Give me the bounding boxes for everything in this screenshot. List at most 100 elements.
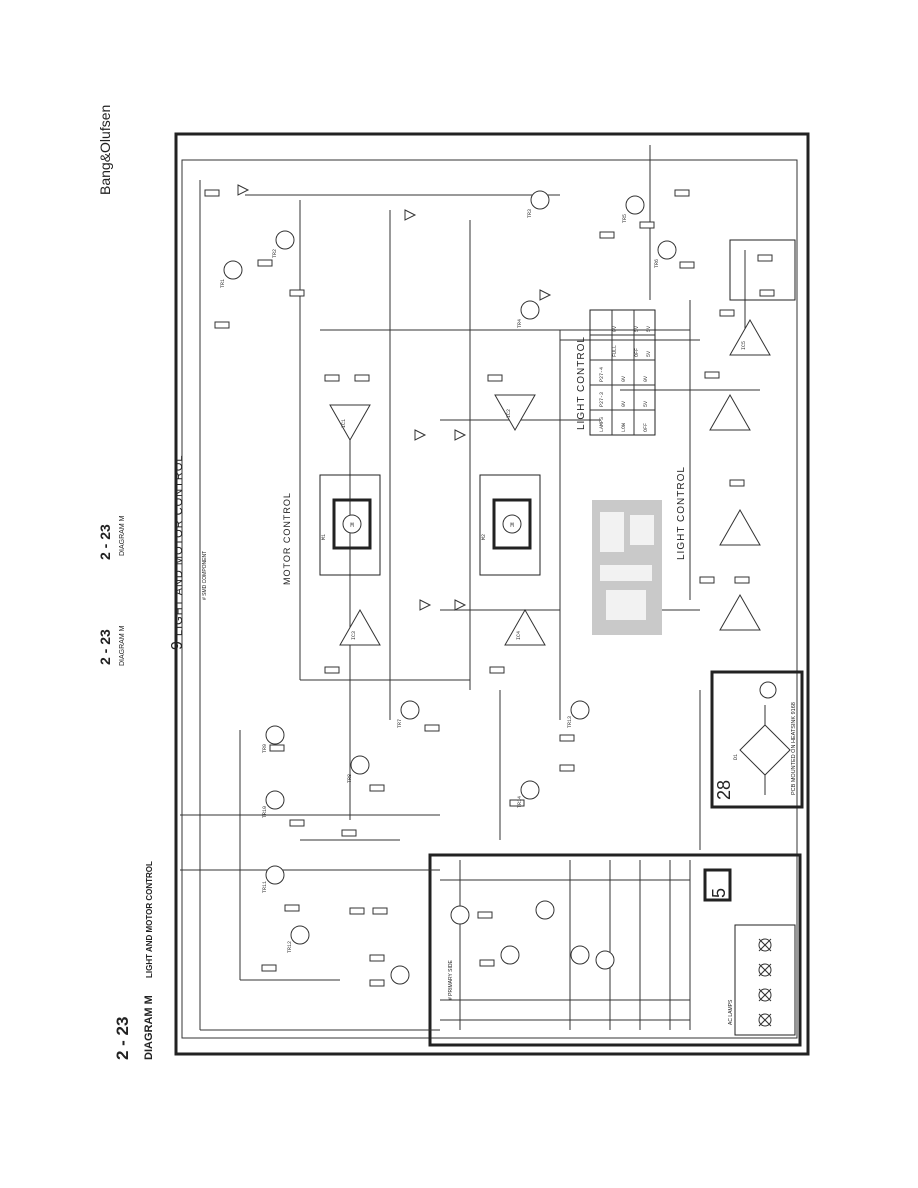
- section-28-note-group: PCB MOUNTED ON HEATSINK 9168: [791, 702, 797, 795]
- header-left-group: 2 - 23: [113, 1017, 132, 1060]
- diagram-title-group: DIAGRAM M LIGHT AND MOTOR CONTROL: [143, 861, 155, 1060]
- motor-m2-box: [479, 474, 541, 576]
- light-table-cell: 5V: [646, 326, 652, 332]
- light-table-cell: 0V: [621, 376, 627, 382]
- section-5-number: 5: [709, 888, 729, 898]
- transistor-label: TR12: [287, 941, 293, 953]
- page-ref-top-sub-group: DIAGRAM M: [119, 515, 126, 556]
- brand-name: Bang&Olufsen: [97, 105, 113, 195]
- transistor-label: TR2: [272, 249, 278, 258]
- opamp-label: IC4: [516, 631, 522, 640]
- motor-m2: M: [492, 498, 532, 550]
- transistor-label: TR7: [397, 719, 403, 728]
- svg-text:M: M: [350, 522, 354, 529]
- svg-text:M: M: [510, 522, 514, 529]
- pcb-layout-image: [592, 500, 662, 635]
- transistor-label: TR5: [622, 214, 628, 223]
- opamp-ic3: [339, 608, 381, 646]
- opamp-ic5: [709, 318, 771, 631]
- ac-lamps-label: AC LAMPS: [728, 999, 734, 1025]
- transistors: [223, 190, 677, 985]
- transistor-label: TR3: [527, 209, 533, 218]
- transistor-label: TR6: [654, 259, 660, 268]
- light-table-cell: 5V: [646, 351, 652, 357]
- motor-control-group: MOTOR CONTROL: [282, 492, 292, 585]
- inner-frame: [181, 159, 798, 1039]
- transistor-label: TR1: [220, 279, 226, 288]
- light-table-header-1: P27-3: [599, 392, 605, 407]
- transistor-label: TR14: [517, 796, 523, 808]
- opamp-label: IC5: [741, 341, 747, 350]
- opamp-ic4: [504, 608, 546, 646]
- transistor-label: TR8: [347, 774, 353, 783]
- light-control-section-label: LIGHT CONTROL: [676, 466, 687, 560]
- page-ref-bottom: 2 - 23: [97, 629, 113, 665]
- transistor-label: TR4: [517, 319, 523, 328]
- light-table-cell: OFF: [643, 423, 649, 432]
- primary-frame: [428, 853, 802, 1047]
- smd-note-group: # SMD COMPONENT: [202, 551, 208, 600]
- light-table-header: LAMPS P27-3 P27-4: [599, 367, 605, 432]
- light-table-cell: 5V: [634, 326, 640, 332]
- ac-lamps-block: [734, 924, 796, 1036]
- light-control-table: [589, 309, 656, 436]
- page-ref-bottom-sub-group: DIAGRAM M: [119, 625, 126, 666]
- section-28-number: 28: [714, 780, 734, 800]
- section-number-9: 9: [169, 641, 186, 650]
- led-frame: [729, 239, 796, 301]
- light-control-section-group: LIGHT CONTROL: [676, 466, 687, 560]
- opamp-label: IC1: [341, 419, 347, 428]
- diodes: [237, 184, 552, 611]
- light-table-title: LIGHT CONTROL: [576, 336, 587, 430]
- smd-note: # SMD COMPONENT: [202, 551, 208, 600]
- section-28-note: PCB MOUNTED ON HEATSINK 9168: [791, 702, 797, 795]
- motor-m1: M: [332, 498, 372, 550]
- section-28-group: 28: [714, 780, 734, 800]
- light-table-cell: OFF: [634, 348, 640, 357]
- section-main-group: 9 LIGHT AND MOTOR CONTROL: [169, 454, 186, 650]
- section-5-group: 5: [709, 888, 729, 898]
- opamp-label: IC2: [506, 409, 512, 418]
- section-5-frame: [703, 868, 732, 902]
- primary-label-group: # PRIMARY SIDE: [448, 960, 454, 1000]
- diagram-title: DIAGRAM M: [143, 995, 155, 1060]
- brand-group: Bang&Olufsen: [97, 105, 113, 195]
- opamp-label: IC3: [351, 631, 357, 640]
- diagram-subtitle: LIGHT AND MOTOR CONTROL: [145, 861, 154, 978]
- wiring: [180, 145, 760, 1031]
- light-table-header-2: P27-4: [599, 367, 605, 382]
- transistor-label: TR11: [262, 881, 268, 893]
- section-28-frame: [710, 670, 804, 809]
- motor-m1-box: [319, 474, 381, 576]
- page-ref-top: 2 - 23: [97, 524, 113, 560]
- page-number-left: 2 - 23: [113, 1017, 132, 1060]
- outer-frame: [174, 132, 810, 1056]
- transistor-label: TR9: [262, 744, 268, 753]
- resistors: [204, 189, 775, 987]
- motor-label: M1: [321, 534, 327, 540]
- light-table-cell: 5V: [643, 401, 649, 407]
- light-table-cell: 0V: [621, 401, 627, 407]
- transistor-label: TR10: [262, 806, 268, 818]
- light-table-header-0: LAMPS: [599, 417, 605, 432]
- page-ref-top-sub: DIAGRAM M: [119, 515, 126, 556]
- lamps-label-group: AC LAMPS: [728, 999, 734, 1025]
- light-table-cell: 0V: [612, 326, 618, 332]
- opamp-ic2: [494, 394, 536, 432]
- motor-control-label: MOTOR CONTROL: [282, 492, 292, 585]
- component-labels: TR1 TR2 TR3 TR4 TR5 TR6 TR7 TR8 TR9 TR10…: [220, 209, 747, 953]
- section-main-title: LIGHT AND MOTOR CONTROL: [173, 454, 185, 636]
- primary-side-label: # PRIMARY SIDE: [448, 960, 454, 1000]
- light-table-title-group: LIGHT CONTROL: [576, 336, 587, 430]
- light-table-cell: FULL: [612, 345, 618, 357]
- page-ref-top-group: 2 - 23: [97, 524, 113, 560]
- transistor-label: TR13: [567, 716, 573, 728]
- motor-label: M2: [481, 534, 487, 540]
- bridge-label: D1: [733, 754, 739, 760]
- opamp-ic1: [329, 404, 371, 442]
- light-table-cell: LOW: [621, 423, 627, 432]
- light-table-cell: 0V: [643, 376, 649, 382]
- light-table-rows: LOW 0V 0V OFF 5V 0V FULL 0V OFF 5V 5V 5V: [612, 326, 652, 432]
